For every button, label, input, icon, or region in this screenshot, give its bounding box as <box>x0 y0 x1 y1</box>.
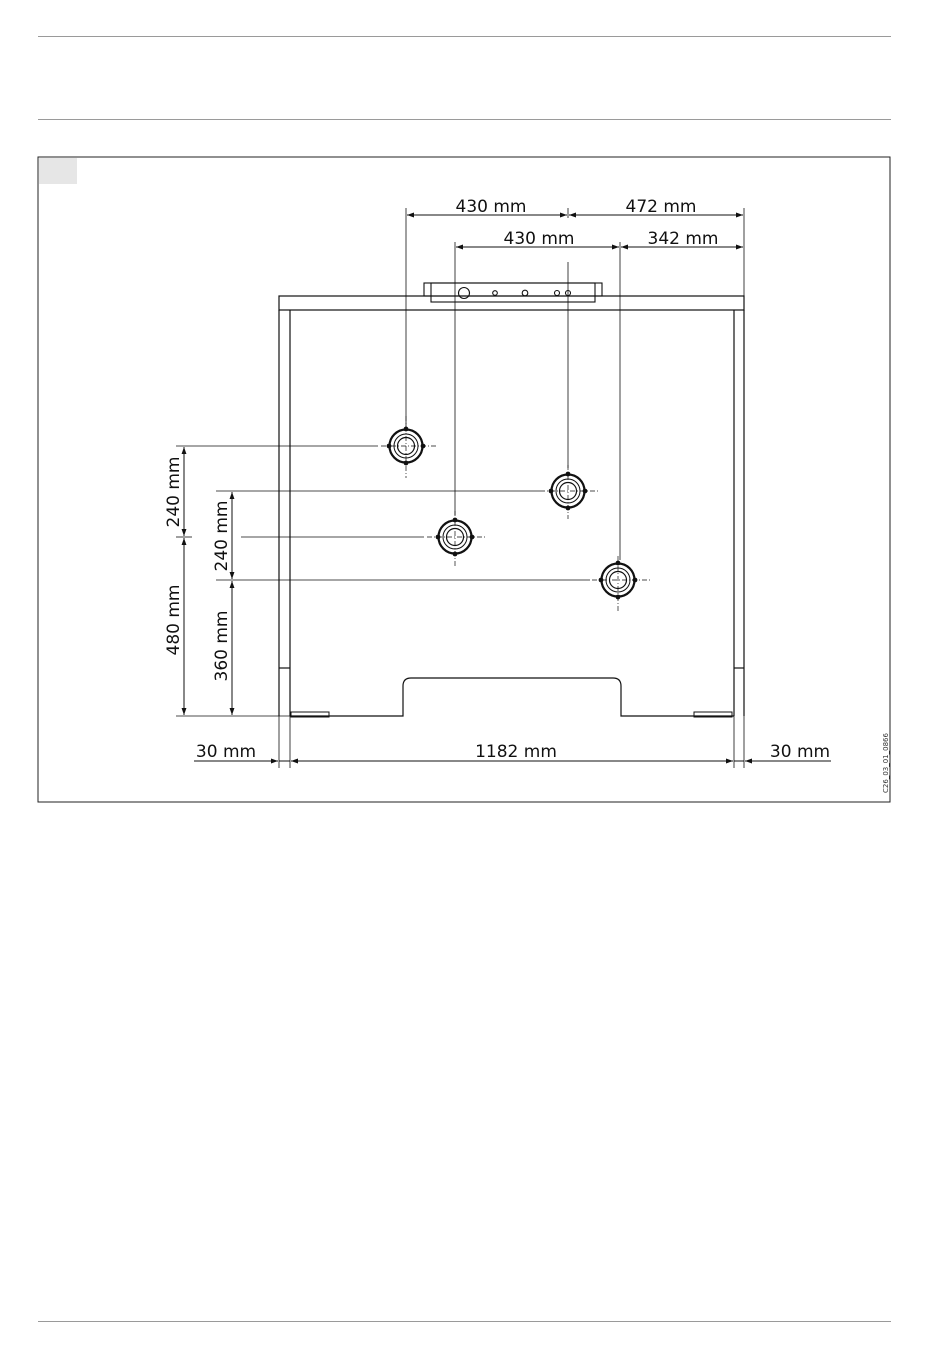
label-left-240: 240 mm <box>164 457 184 528</box>
flange-3 <box>427 511 487 567</box>
label-second-430: 430 mm <box>504 229 575 249</box>
drawing-code: C26_03_01_0866 <box>882 732 890 792</box>
label-bottom-left-30: 30 mm <box>196 742 256 762</box>
flange-1 <box>381 416 436 478</box>
connection-panel <box>424 283 602 302</box>
label-bottom-1182: 1182 mm <box>475 742 557 762</box>
label-top-430: 430 mm <box>456 197 527 217</box>
flange-2 <box>540 465 600 519</box>
extension-lines <box>176 208 744 768</box>
label-bottom-right-30: 30 mm <box>770 742 830 762</box>
label-inner-240: 240 mm <box>212 501 232 572</box>
flange-4 <box>592 556 650 612</box>
appliance-outline <box>279 296 744 716</box>
label-left-480: 480 mm <box>164 585 184 656</box>
label-inner-360: 360 mm <box>212 611 232 682</box>
figure-corner-tab <box>39 158 77 184</box>
label-second-342: 342 mm <box>648 229 719 249</box>
label-top-472: 472 mm <box>626 197 697 217</box>
